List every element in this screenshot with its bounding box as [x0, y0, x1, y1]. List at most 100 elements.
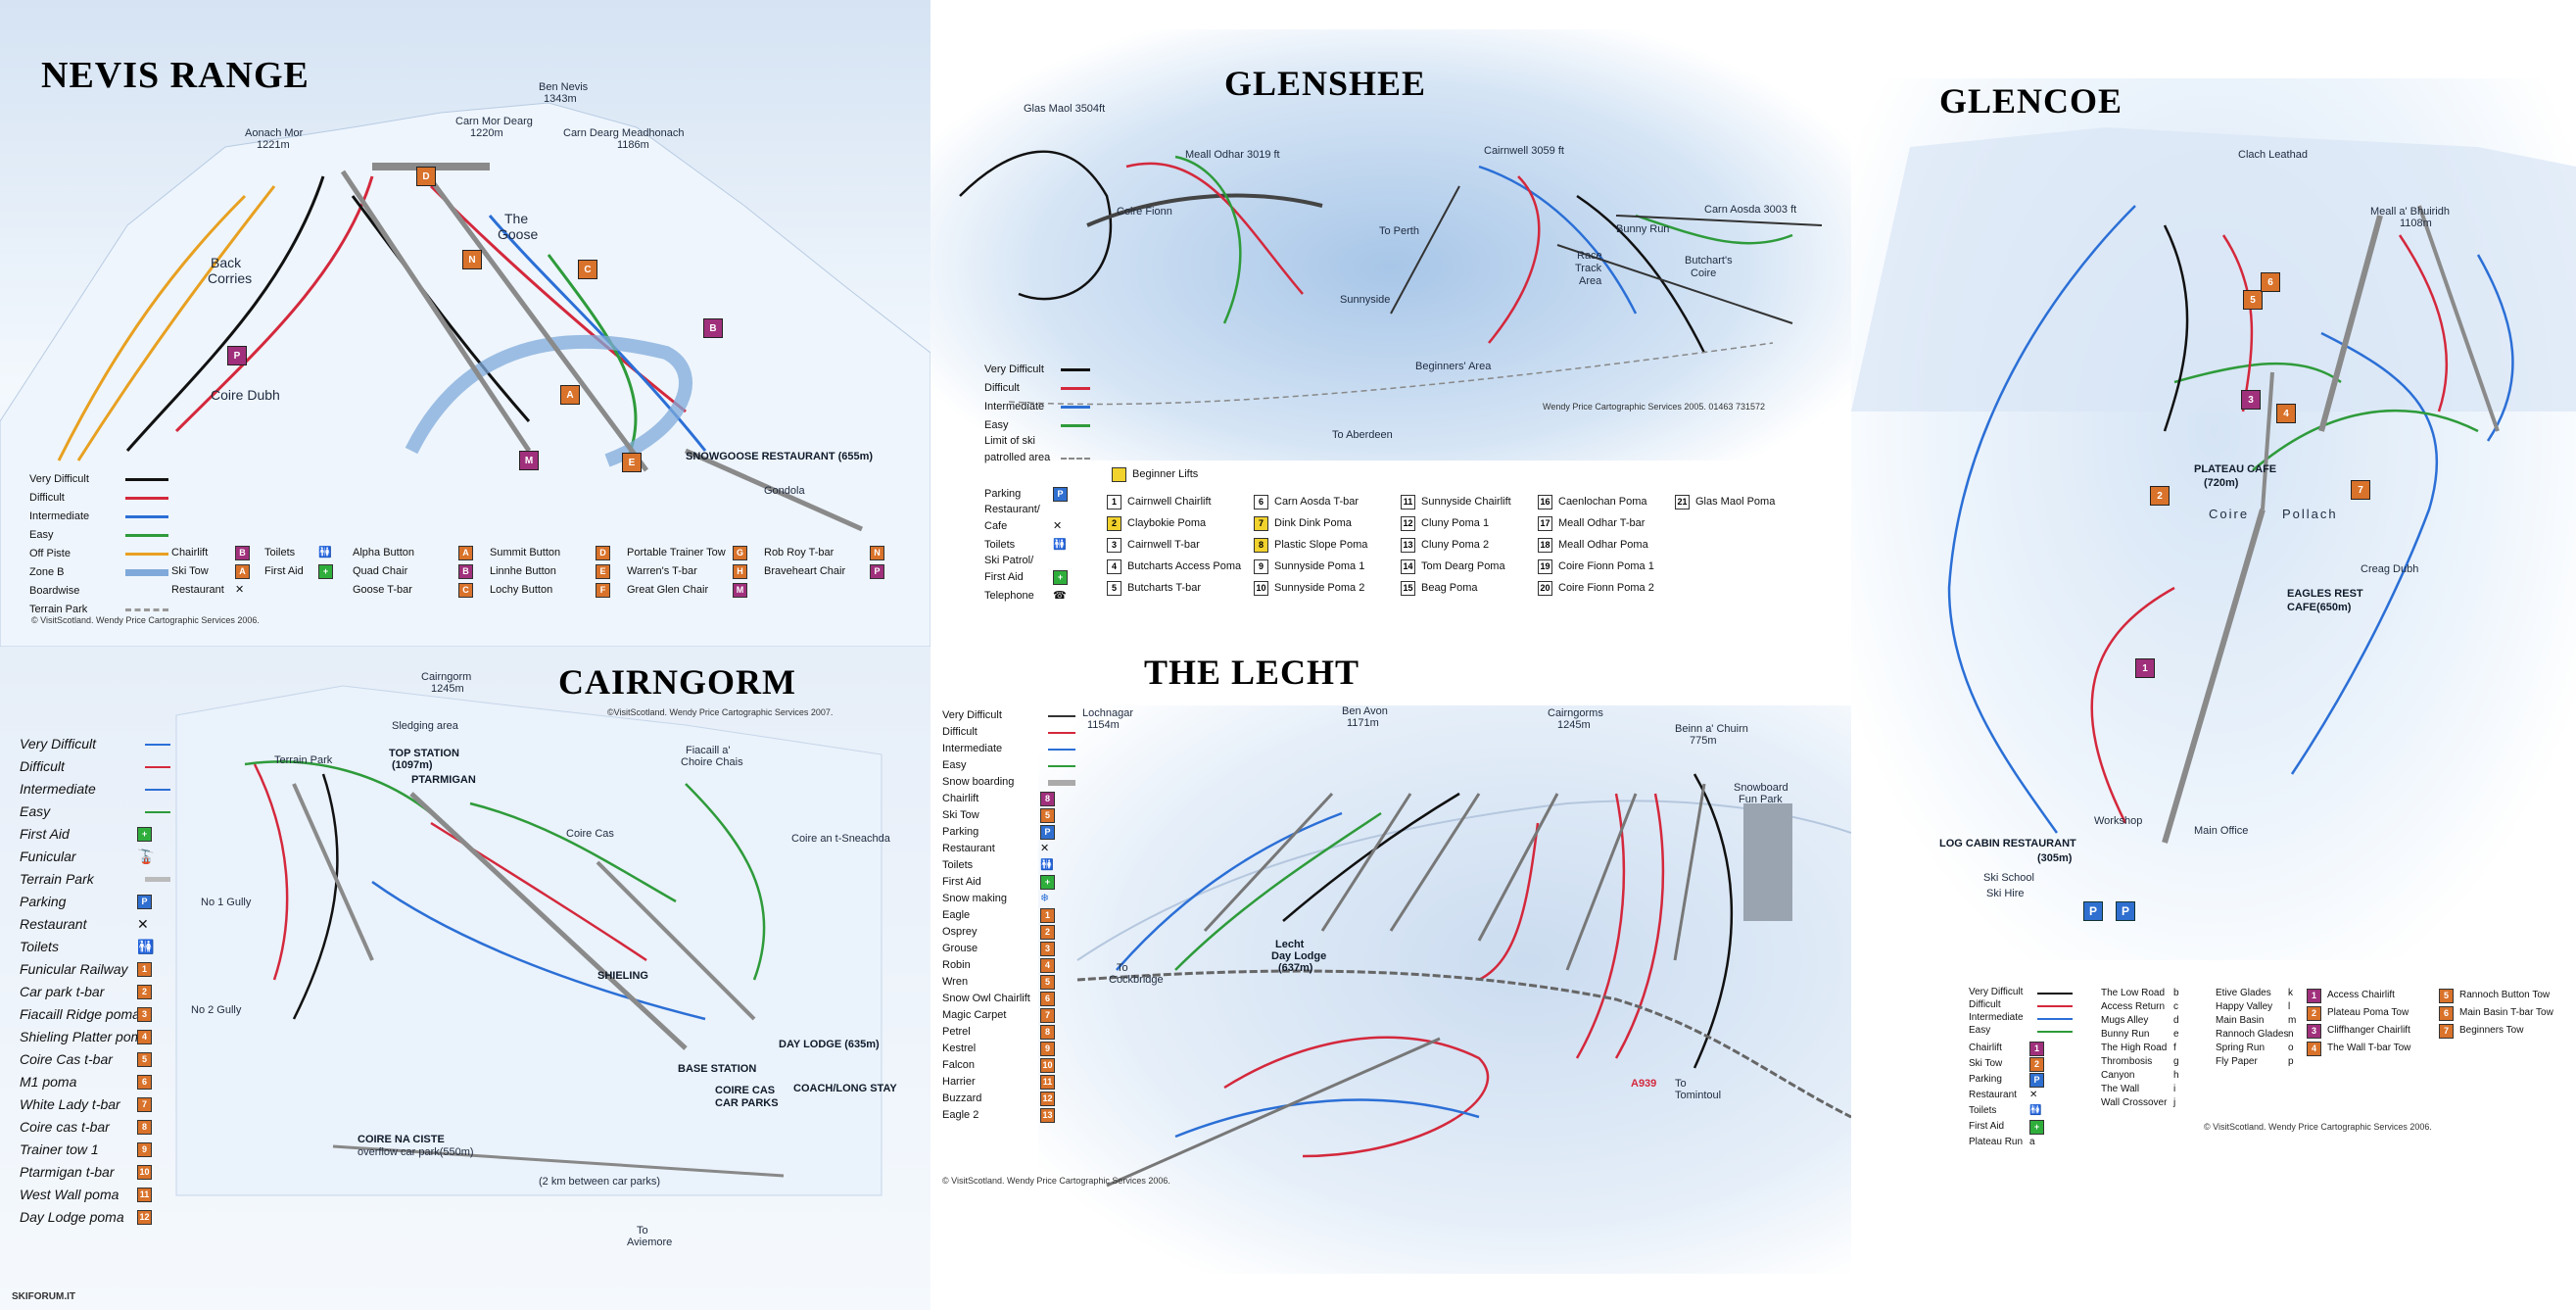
telephone-icon: ☎	[1053, 589, 1067, 602]
lift-number-box: 6	[2439, 1005, 2454, 1021]
lift-number-box: 13	[1401, 538, 1415, 553]
glenshee-area: To Aberdeen	[1332, 429, 1393, 441]
legend-box: P	[870, 564, 884, 579]
legend-label: First Aid	[942, 875, 981, 888]
cairngorm-legend-row: First Aid+	[20, 823, 170, 846]
lift-number-box: 10	[1254, 581, 1268, 596]
legend-label: Very Difficult	[20, 735, 97, 752]
cairngorm-legend-row: Restaurant✕	[20, 913, 170, 936]
lift-number-box: 3	[1040, 942, 1055, 956]
legend-label: Intermediate	[29, 509, 90, 522]
legend-swatch	[125, 497, 168, 500]
legend-label: Summit Button	[490, 546, 561, 558]
lift-number-box: 16	[1538, 495, 1552, 509]
legend-label: Difficult	[984, 381, 1020, 394]
lecht-area: A939	[1631, 1078, 1657, 1090]
lift-name: Beag Poma	[1421, 581, 1478, 594]
lift-number-box: 13	[1040, 1108, 1055, 1123]
nevis-badge-c: C	[578, 260, 597, 279]
lecht-map-bg	[1038, 705, 1851, 1274]
run-code: n	[2288, 1028, 2294, 1040]
restaurant-icon: ✕	[235, 583, 245, 596]
toilets-icon: 🚻	[1053, 538, 1067, 551]
glenshee-legend-row: Easy	[984, 416, 1090, 435]
lecht-legend-row: Snow making❄	[942, 891, 1075, 907]
legend-label: First Aid	[20, 825, 70, 842]
glencoe-panel: GLENCOE Clach Leathad Meall a' Bhuiridh …	[1851, 0, 2576, 1310]
lecht-area: Lecht	[1275, 939, 1305, 950]
lift-number-box: 5	[1040, 975, 1055, 990]
run-code: g	[2173, 1055, 2179, 1067]
lecht-area: Snowboard	[1734, 782, 1789, 794]
nevis-legend-row: Difficult	[29, 489, 168, 508]
legend-label: Great Glen Chair	[627, 583, 709, 596]
parking-icon: P	[1040, 825, 1055, 840]
nevis-badge-n: N	[462, 250, 482, 269]
legend-label: Goose T-bar	[353, 583, 412, 596]
lecht-legend-row: Restaurant✕	[942, 841, 1075, 857]
legend-label: Restaurant	[942, 842, 995, 854]
legend-label: Beginner Lifts	[1132, 467, 1199, 480]
legend-label: Easy	[942, 758, 967, 771]
glenshee-area: Sunnyside	[1340, 294, 1391, 306]
chairlift-icon: 8	[1040, 792, 1055, 806]
legend-label: Very Difficult	[1969, 987, 2024, 998]
legend-label: Lochy Button	[490, 583, 553, 596]
glencoe-area: Coire	[2209, 507, 2250, 521]
glencoe-area: Pollach	[2282, 507, 2338, 521]
legend-label: Parking	[1969, 1073, 2002, 1085]
cairngorm-area: BASE STATION	[678, 1063, 757, 1075]
legend-label: Difficult	[1969, 999, 2001, 1011]
run-name: Etive Glades	[2216, 987, 2271, 998]
lift-name: Caenlochan Poma	[1558, 495, 1647, 508]
legend-label: Linnhe Button	[490, 564, 556, 577]
lift-number-box: 6	[1040, 992, 1055, 1006]
cairngorm-area: Choire Chais	[681, 756, 743, 768]
cairngorm-area: DAY LODGE (635m)	[779, 1039, 880, 1050]
legend-swatch	[125, 534, 168, 537]
run-name: Spring Run	[2216, 1042, 2266, 1053]
glenshee-legend-row: Cafe✕	[984, 517, 1073, 536]
legend-label: Grouse	[942, 942, 978, 954]
lift-number-box: 7	[1040, 1008, 1055, 1023]
legend-label: Intermediate	[20, 780, 96, 797]
legend-label: Harrier	[942, 1075, 976, 1088]
legend-label: Snow boarding	[942, 775, 1015, 788]
lift-name: Coire Fionn Poma 2	[1558, 581, 1654, 594]
legend-label: Easy	[20, 802, 51, 819]
legend-label: Very Difficult	[29, 472, 89, 485]
lecht-peak: 1171m	[1347, 717, 1379, 729]
run-code: o	[2288, 1042, 2294, 1053]
lecht-peak: 1154m	[1087, 719, 1120, 731]
glenshee-legend-row: Telephone☎	[984, 587, 1073, 606]
glencoe-cafe: LOG CABIN RESTAURANT	[1939, 838, 2076, 849]
lift-number-box: 4	[1107, 559, 1121, 574]
cairngorm-area: No 2 Gully	[191, 1004, 242, 1016]
legend-label: Intermediate	[942, 742, 1003, 754]
legend-swatch	[1061, 457, 1090, 460]
nevis-legend-row: Boardwise	[29, 582, 168, 601]
cairngorm-area: Sledging area	[392, 720, 458, 732]
run-code: i	[2173, 1083, 2176, 1094]
glenshee-legend-row: Difficult	[984, 379, 1090, 398]
glencoe-peak: Clach Leathad	[2238, 149, 2308, 161]
lift-name: Cluny Poma 1	[1421, 516, 1490, 529]
